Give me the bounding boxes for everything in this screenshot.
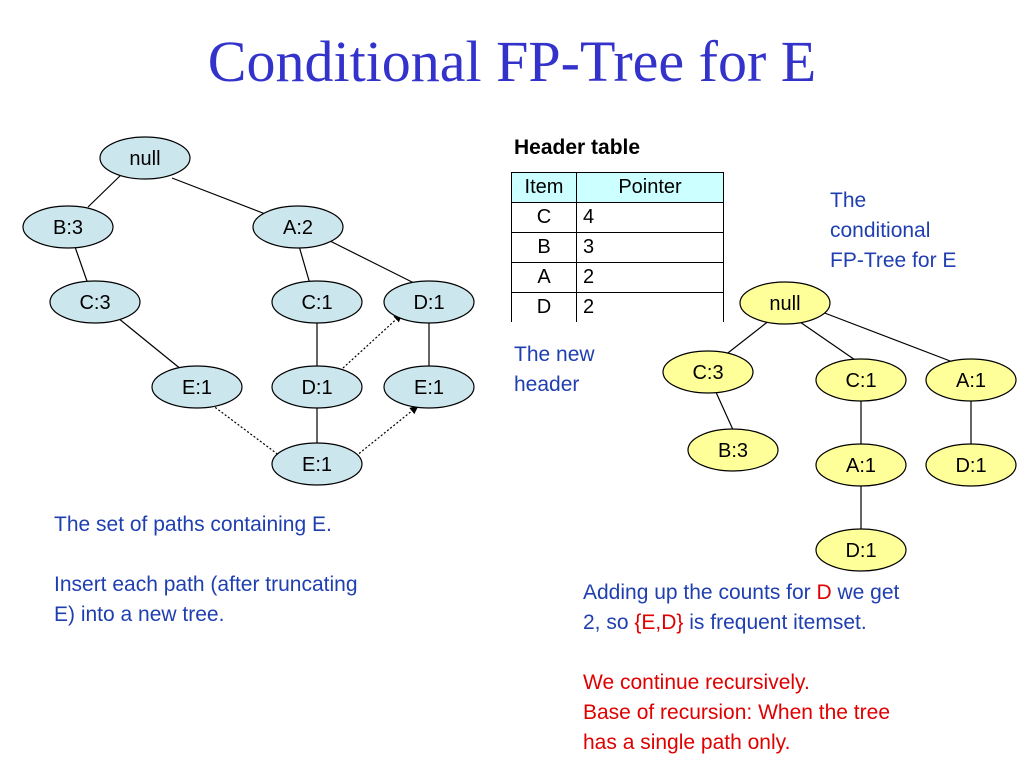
caption-line: FP-Tree for E xyxy=(830,249,957,272)
node-c3 xyxy=(49,280,141,324)
node-label: null xyxy=(129,148,160,170)
node-label: C:3 xyxy=(79,292,110,314)
node-label: E:1 xyxy=(182,377,212,399)
node-label: C:1 xyxy=(301,292,332,314)
edge-a2-d1 xyxy=(327,239,415,284)
node-d1 xyxy=(383,280,475,324)
caption-line: header xyxy=(514,373,580,396)
node-d1-b xyxy=(271,365,363,409)
node-label: D:1 xyxy=(955,455,986,477)
new-header-caption: The new header xyxy=(514,340,595,400)
table-row: C 4 xyxy=(511,202,724,233)
node-ra1 xyxy=(925,358,1017,402)
node-a2 xyxy=(252,205,344,249)
node-links xyxy=(211,313,419,460)
edge-b3-c3 xyxy=(73,243,89,285)
note-text: 2, so xyxy=(583,611,635,634)
edge-null-a2 xyxy=(171,177,269,216)
cell-item: A xyxy=(511,262,577,293)
table-row: B 3 xyxy=(511,232,724,263)
table-row: D 2 xyxy=(511,292,724,322)
note-line: 2, so {E,D} is frequent itemset. xyxy=(583,608,899,638)
node-label: E:1 xyxy=(302,454,332,476)
node-label: C:1 xyxy=(845,370,876,392)
header-table: Item Pointer C 4 B 3 A 2 D 2 xyxy=(511,172,724,322)
cell-item: D xyxy=(511,292,577,322)
left-tree-nodes xyxy=(22,136,475,486)
edge-rnull-c3 xyxy=(723,319,771,357)
edge-c3-b3 xyxy=(714,389,735,433)
page-title: Conditional FP-Tree for E xyxy=(207,29,817,94)
col-item: Item xyxy=(511,172,577,203)
highlight-ed: {E,D} xyxy=(634,611,684,634)
cell-pointer: 2 xyxy=(576,292,724,322)
node-rc1 xyxy=(815,358,907,402)
edge-a2-c1 xyxy=(298,245,311,285)
note-line: Base of recursion: When the tree xyxy=(583,701,890,724)
node-e1-a xyxy=(151,365,243,409)
node-rc3 xyxy=(662,350,754,394)
conditional-tree-caption: The conditional FP-Tree for E xyxy=(830,186,956,276)
edge-rnull-c1 xyxy=(799,321,859,363)
node-rd1-b xyxy=(815,528,907,572)
node-label: B:3 xyxy=(718,440,748,462)
col-pointer: Pointer xyxy=(576,172,724,203)
note-line: has a single path only. xyxy=(583,731,791,754)
node-ra1-b xyxy=(815,443,907,487)
node-label: A:2 xyxy=(283,217,313,239)
right-tree-nodes xyxy=(662,281,1017,572)
left-tree-labels: null B:3 A:2 C:3 C:1 D:1 E:1 D:1 E:1 E:1 xyxy=(53,148,445,476)
right-tree-labels: null C:3 C:1 A:1 B:3 A:1 D:1 D:1 xyxy=(692,293,986,562)
node-link-e1-e1 xyxy=(211,404,285,460)
cell-pointer: 3 xyxy=(576,232,724,263)
note-line: The set of paths containing E. xyxy=(54,513,332,536)
cell-pointer: 2 xyxy=(576,262,724,293)
node-label: E:1 xyxy=(414,377,444,399)
note-text: we get xyxy=(831,581,900,604)
note-line: E) into a new tree. xyxy=(54,603,225,626)
left-tree-edges xyxy=(73,173,430,447)
node-label: B:3 xyxy=(53,217,83,239)
node-e1-b xyxy=(383,365,475,409)
node-link-e1-e1b xyxy=(355,405,419,457)
node-c1 xyxy=(271,280,363,324)
node-e1-c xyxy=(271,442,363,486)
note-line: Adding up the counts for D we get xyxy=(583,578,899,608)
node-b3 xyxy=(22,205,114,249)
edge-c3-e1 xyxy=(117,317,183,371)
edge-null-b3 xyxy=(87,173,123,208)
paths-note: The set of paths containing E. Insert ea… xyxy=(54,510,358,630)
cell-pointer: 4 xyxy=(576,202,724,233)
node-link-d1-d1 xyxy=(342,313,403,369)
header-table-title: Header table xyxy=(514,136,641,159)
cell-item: C xyxy=(511,202,577,233)
node-rb3 xyxy=(687,428,779,472)
caption-line: The xyxy=(830,189,867,212)
frequent-itemset-note: Adding up the counts for D we get 2, so … xyxy=(583,578,899,758)
cell-item: B xyxy=(511,232,577,263)
header-table-head: Item Pointer xyxy=(511,172,724,203)
node-label: A:1 xyxy=(956,370,986,392)
node-label: A:1 xyxy=(846,455,876,477)
note-line: Insert each path (after truncating xyxy=(54,573,358,596)
node-label: D:1 xyxy=(413,292,444,314)
note-line: We continue recursively. xyxy=(583,671,810,694)
highlight-d: D xyxy=(816,581,832,604)
node-rd1 xyxy=(925,443,1017,487)
caption-line: conditional xyxy=(830,219,931,242)
table-row: A 2 xyxy=(511,262,724,293)
node-label: D:1 xyxy=(845,540,876,562)
right-tree-edges xyxy=(714,311,972,532)
edge-rnull-a1 xyxy=(821,311,959,365)
note-text: Adding up the counts for xyxy=(583,581,817,604)
node-label: C:3 xyxy=(692,362,723,384)
note-text: is frequent itemset. xyxy=(683,611,867,634)
caption-line: The new xyxy=(514,343,595,366)
node-null xyxy=(99,136,191,180)
node-rnull xyxy=(739,281,831,325)
node-label: null xyxy=(769,293,800,315)
node-label: D:1 xyxy=(301,377,332,399)
